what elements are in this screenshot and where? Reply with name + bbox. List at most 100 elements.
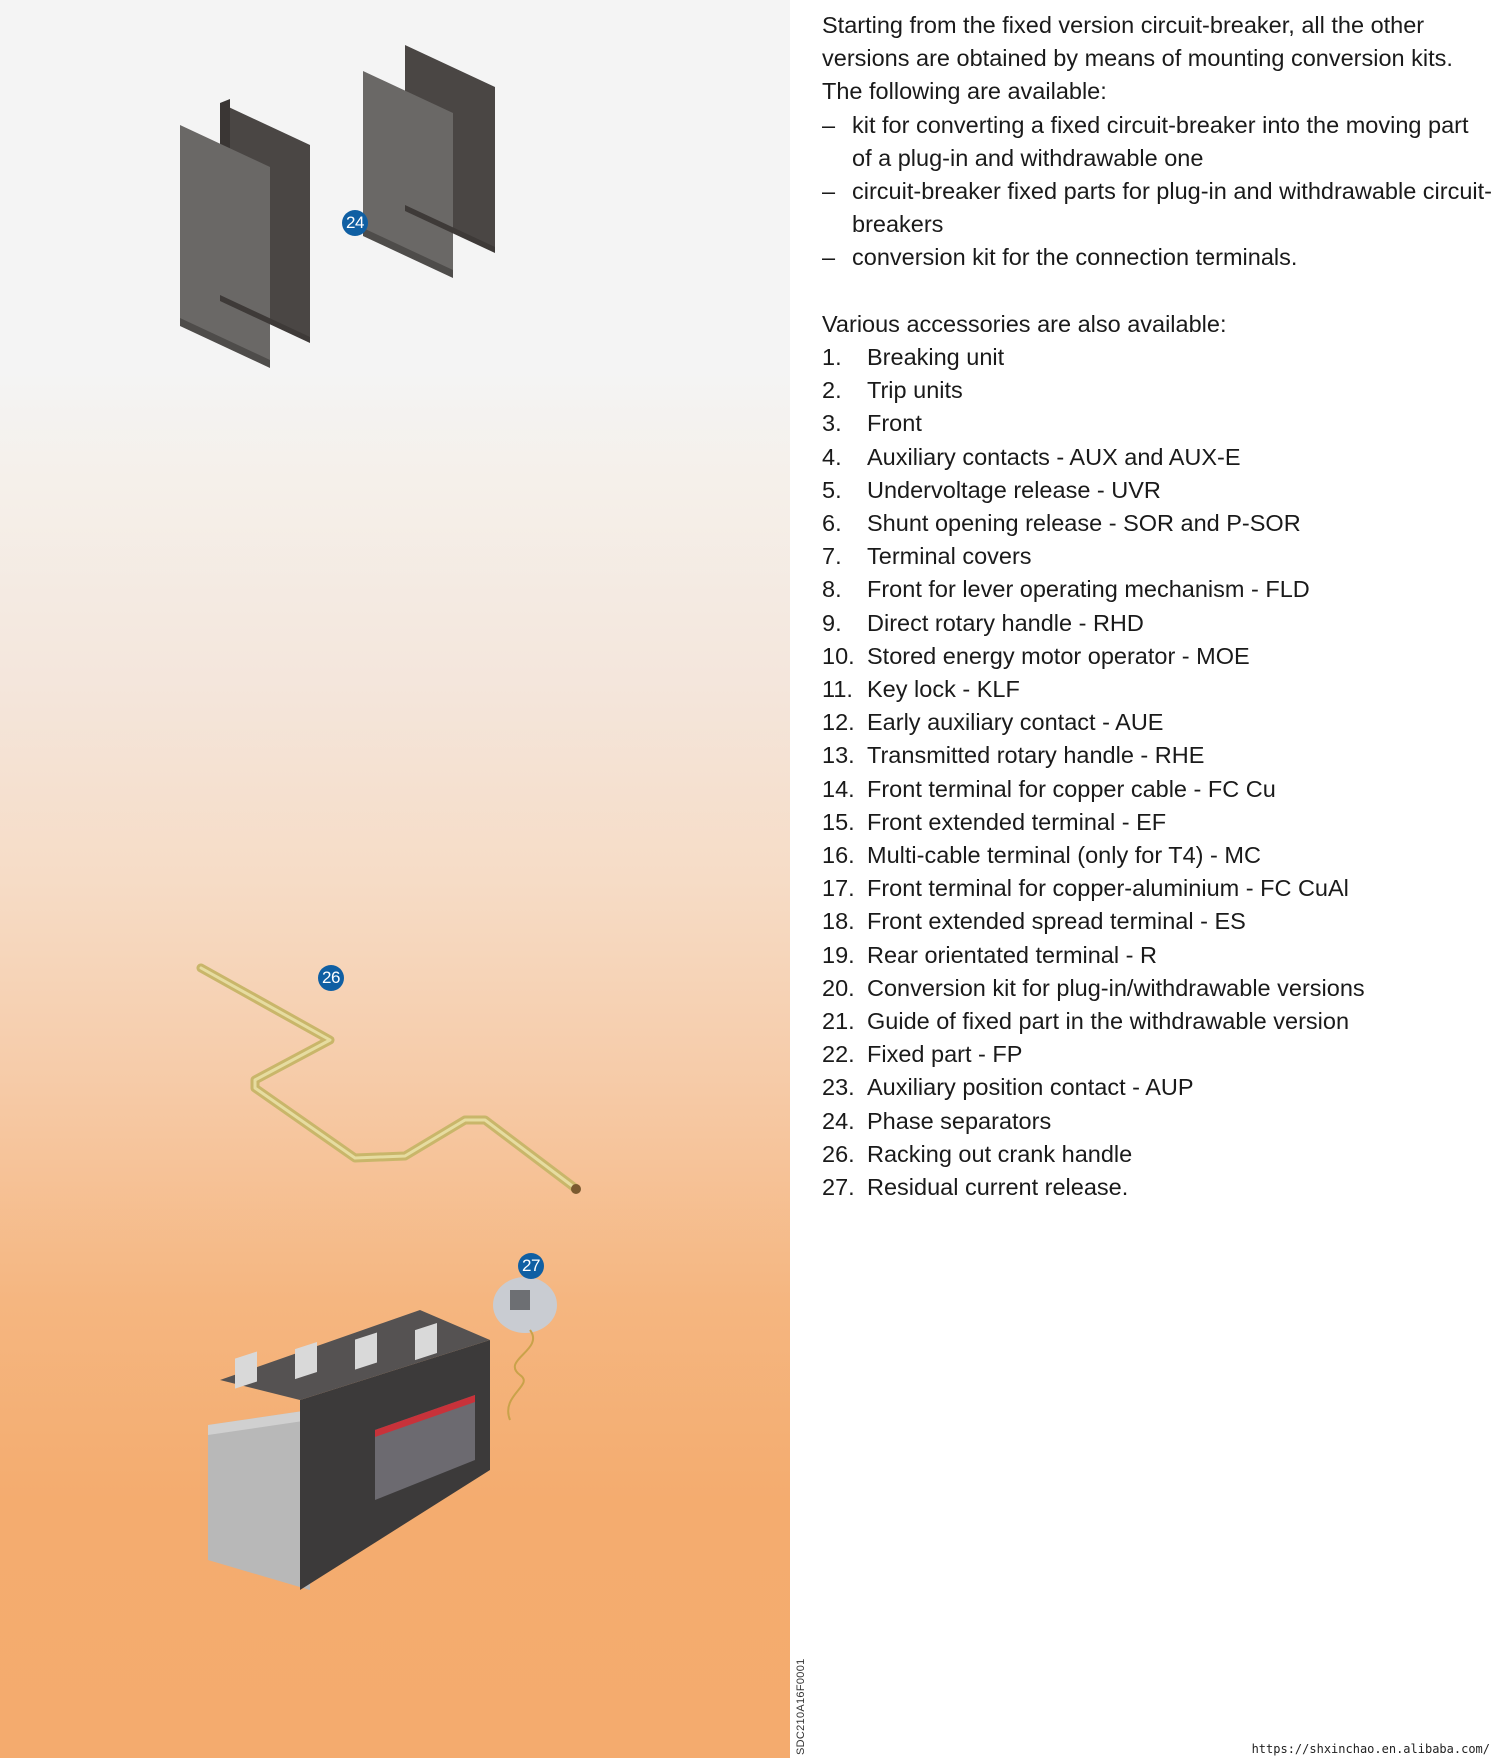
accessory-number: 15. [822,808,855,835]
accessory-text: Phase separators [867,1107,1052,1134]
dash-marker: – [822,178,836,205]
accessory-number: 17. [822,875,855,902]
accessory-text: Key lock - KLF [867,676,1020,703]
accessory-text: Auxiliary contacts - AUX and AUX-E [867,443,1241,470]
accessory-text: Shunt opening release - SOR and P-SOR [867,510,1301,537]
conversion-kit-list: – kit for converting a fixed circuit-bre… [822,109,1492,275]
crank-handle-illustration [196,963,581,1194]
accessory-item: 4. Auxiliary contacts - AUX and AUX-E [822,441,1492,474]
accessory-number: 5. [822,476,842,503]
accessory-text: Terminal covers [867,543,1032,570]
accessory-text: Front extended spread terminal - ES [867,908,1246,935]
accessory-text: Conversion kit for plug-in/withdrawable … [867,974,1365,1001]
list-item: – kit for converting a fixed circuit-bre… [822,109,1492,175]
list-item: – conversion kit for the connection term… [822,241,1492,274]
accessory-text: Front terminal for copper cable - FC Cu [867,775,1276,802]
accessory-number: 18. [822,908,855,935]
accessory-item: 22. Fixed part - FP [822,1038,1492,1071]
accessory-number: 20. [822,974,855,1001]
accessory-number: 11. [822,676,853,703]
accessory-number: 1. [822,344,842,371]
accessory-text: Residual current release. [867,1174,1129,1201]
source-watermark: https://shxinchao.en.alibaba.com/ [1251,1742,1490,1756]
accessory-text: Front [867,410,922,437]
accessory-number: 27. [822,1174,855,1201]
accessory-text: Direct rotary handle - RHD [867,609,1144,636]
figure-code: SDC210A16F0001 [795,1658,807,1755]
accessory-number: 3. [822,410,842,437]
accessory-item: 18. Front extended spread terminal - ES [822,905,1492,938]
accessory-item: 12. Early auxiliary contact - AUE [822,706,1492,739]
accessory-number: 2. [822,377,842,404]
accessory-text: Trip units [867,377,963,404]
accessory-item: 14. Front terminal for copper cable - FC … [822,773,1492,806]
accessory-text: Auxiliary position contact - AUP [867,1074,1194,1101]
accessory-item: 7. Terminal covers [822,540,1492,573]
accessory-number: 14. [822,775,855,802]
accessory-text: Breaking unit [867,344,1005,371]
accessory-number: 6. [822,510,842,537]
accessory-number: 8. [822,576,842,603]
accessory-text: Front terminal for copper-aluminium - FC… [867,875,1349,902]
callout-26: 26 [318,965,344,991]
list-item-text: circuit-breaker fixed parts for plug-in … [852,178,1492,238]
accessory-item: 3. Front [822,407,1492,440]
accessory-text: Guide of fixed part in the withdrawable … [867,1008,1350,1035]
accessory-text: Undervoltage release - UVR [867,476,1161,503]
accessory-item: 24. Phase separators [822,1105,1492,1138]
accessory-text: Racking out crank handle [867,1140,1133,1167]
accessory-item: 21. Guide of fixed part in the withdrawab… [822,1005,1492,1038]
accessory-number: 26. [822,1140,855,1167]
accessory-item: 1. Breaking unit [822,341,1492,374]
accessory-item: 8. Front for lever operating mechanism - … [822,573,1492,606]
accessory-number: 13. [822,742,855,769]
accessory-item: 9. Direct rotary handle - RHD [822,607,1492,640]
accessory-number: 12. [822,709,855,736]
accessory-number: 19. [822,941,855,968]
list-item-text: conversion kit for the connection termin… [852,244,1298,271]
accessory-number: 9. [822,609,842,636]
accessory-text: Rear orientated terminal - R [867,941,1157,968]
accessory-number: 22. [822,1041,855,1068]
accessory-text: Transmitted rotary handle - RHE [867,742,1205,769]
accessory-number: 10. [822,642,855,669]
accessory-item: 15. Front extended terminal - EF [822,806,1492,839]
accessory-text: Fixed part - FP [867,1041,1023,1068]
intro-paragraph: Starting from the fixed version circuit-… [822,12,1453,72]
accessory-number: 16. [822,842,855,869]
accessory-text: Multi-cable terminal (only for T4) - MC [867,842,1261,869]
accessory-item: 10. Stored energy motor operator - MOE [822,640,1492,673]
accessories-heading: Various accessories are also available: [822,310,1227,337]
accessory-number: 7. [822,543,842,570]
accessory-list: 1. Breaking unit 2. Trip units 3. Front 4. Auxi… [822,341,1492,1204]
accessory-text: Front for lever operating mechanism - FL… [867,576,1310,603]
accessory-item: 26. Racking out crank handle [822,1138,1492,1171]
accessory-item: 5. Undervoltage release - UVR [822,474,1492,507]
accessory-text: Front extended terminal - EF [867,808,1167,835]
phase-separators-illustration [180,45,495,368]
accessory-item: 13. Transmitted rotary handle - RHE [822,739,1492,772]
dash-marker: – [822,244,836,271]
residual-current-release-illustration [208,1277,557,1590]
intro-lead: The following are available: [822,78,1107,105]
accessory-text: Stored energy motor operator - MOE [867,642,1250,669]
callout-24: 24 [342,210,368,236]
accessory-number: 21. [822,1008,855,1035]
text-column: Starting from the fixed version circuit-… [822,9,1492,1204]
dash-marker: – [822,111,836,138]
accessory-item: 19. Rear orientated terminal - R [822,939,1492,972]
accessory-item: 11. Key lock - KLF [822,673,1492,706]
accessory-item: 27. Residual current release. [822,1171,1492,1204]
accessory-item: 20. Conversion kit for plug-in/withdrawab… [822,972,1492,1005]
accessory-text: Early auxiliary contact - AUE [867,709,1164,736]
illustration-panel: 24 26 27 [0,0,790,1758]
accessory-item: 16. Multi-cable terminal (only for T4) - … [822,839,1492,872]
accessory-item: 23. Auxiliary position contact - AUP [822,1071,1492,1104]
accessory-number: 24. [822,1107,855,1134]
accessory-item: 6. Shunt opening release - SOR and P-SOR [822,507,1492,540]
accessory-number: 4. [822,443,842,470]
list-item-text: kit for converting a fixed circuit-break… [852,111,1469,171]
accessory-number: 23. [822,1074,855,1101]
list-item: – circuit-breaker fixed parts for plug-i… [822,175,1492,241]
callout-27: 27 [518,1253,544,1279]
